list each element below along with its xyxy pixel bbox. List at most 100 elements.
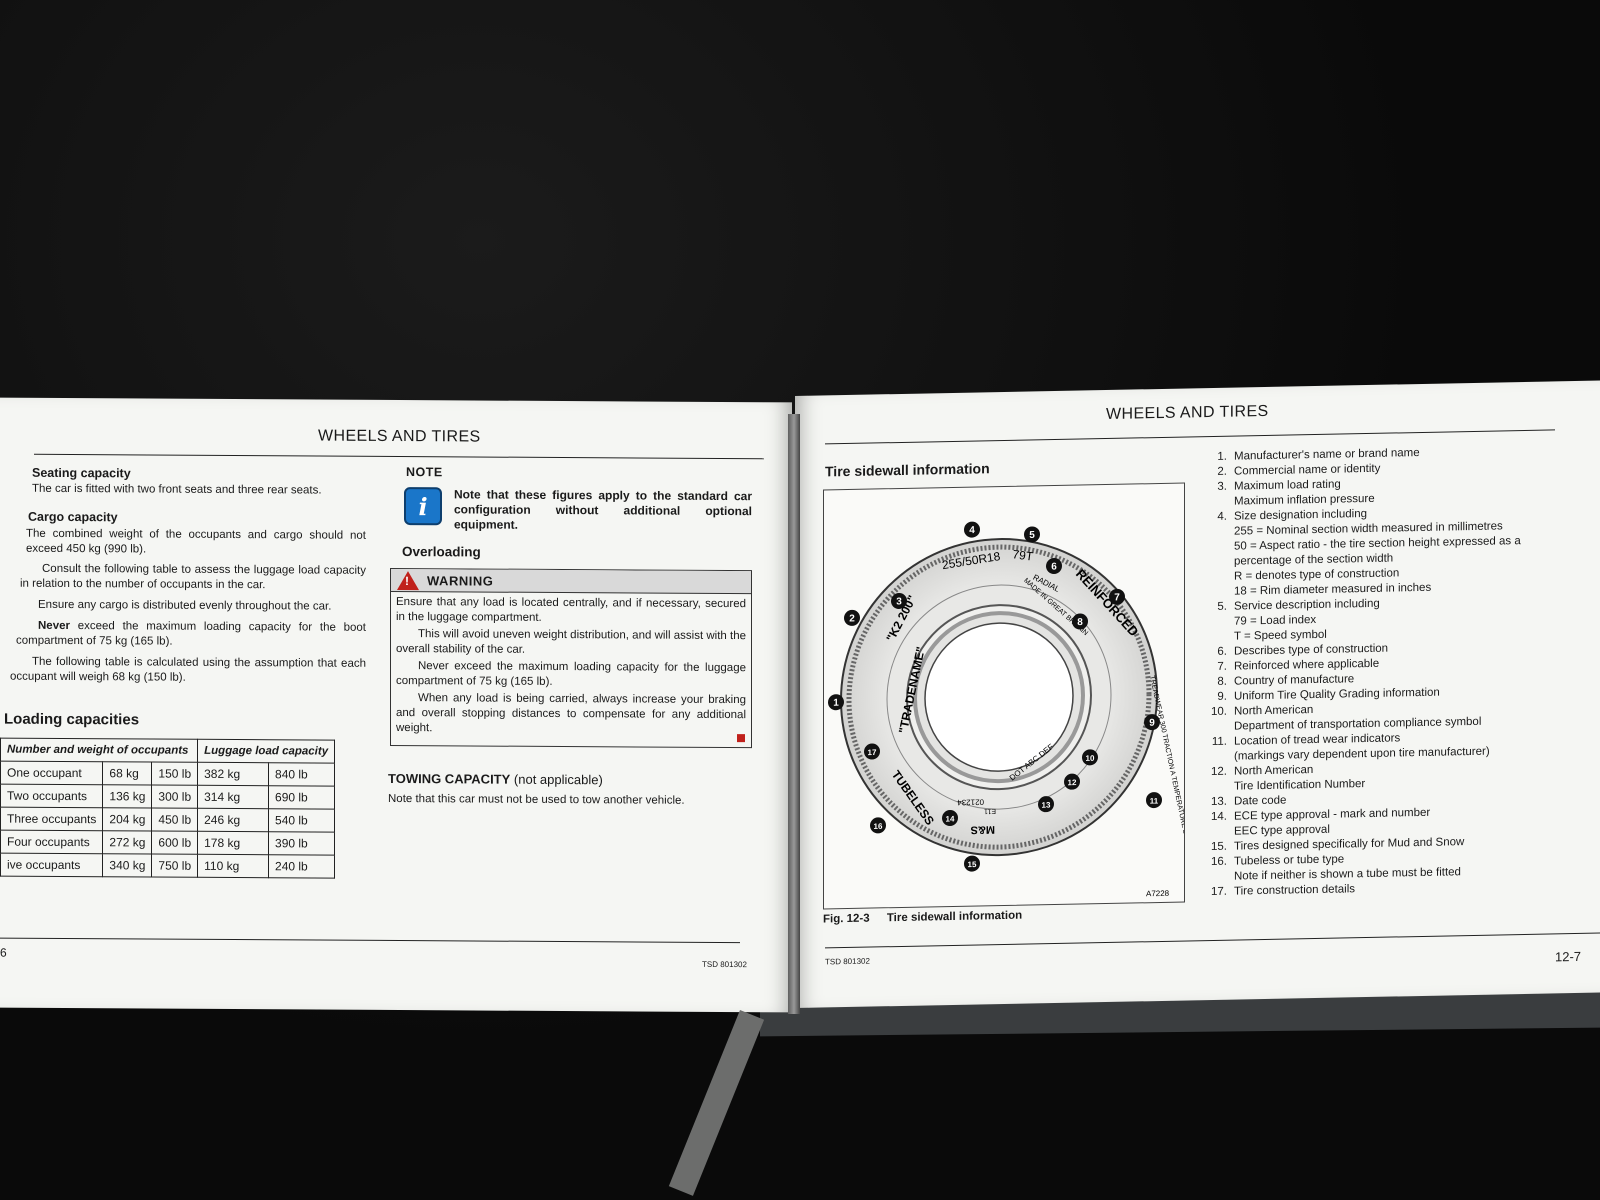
- table-cell: 540 lb: [268, 808, 335, 833]
- callout-marker-4: [964, 521, 980, 538]
- table-cell: 840 lb: [268, 762, 335, 787]
- callout-marker-label: 14: [946, 814, 955, 823]
- section-title: Tire sidewall information: [825, 460, 990, 480]
- table-cell: 136 kg: [102, 784, 152, 809]
- figure-number: Fig. 12-3: [823, 912, 870, 926]
- left-column: Seating capacity The car is fitted with …: [10, 466, 366, 687]
- speed-text: 79T: [1012, 547, 1035, 563]
- callout-marker-12: [1064, 773, 1080, 790]
- table-cell: 314 kg: [197, 785, 269, 809]
- callout-marker-label: 2: [849, 613, 855, 624]
- legend-number: 6.: [1217, 645, 1227, 658]
- legend-number: 10.: [1211, 705, 1227, 719]
- legend-number: 12.: [1211, 765, 1227, 779]
- treadwear-text: TREADWEAR 300 TRACTION A TEMPERATURE B: [1148, 675, 1184, 835]
- rim-hole: [924, 622, 1074, 772]
- seating-heading: Seating capacity: [32, 465, 131, 481]
- header-rule: [34, 453, 764, 460]
- tire-diagram: 255/50R18 79T RADIAL REINFORCED MADE IN …: [828, 521, 1189, 898]
- legend-number: 17.: [1211, 885, 1227, 899]
- right-page-number: 12-7: [1555, 948, 1582, 965]
- callout-marker-5: [1024, 526, 1040, 543]
- warning-box: ! WARNING Ensure that any load is locate…: [390, 567, 752, 749]
- right-header-rule: [825, 429, 1555, 445]
- callout-marker-7: [1109, 588, 1125, 605]
- callout-marker-1: [828, 694, 844, 711]
- table-cell: 382 kg: [197, 762, 269, 786]
- warning-p1: Ensure that any load is located centrall…: [396, 596, 746, 624]
- callout-marker-16: [870, 817, 886, 834]
- table-cell: ive occupants: [0, 853, 103, 877]
- warning-p4: When any load is being carried, always i…: [396, 692, 746, 735]
- legend-text: Date code: [1234, 794, 1287, 808]
- callout-marker-6: [1046, 558, 1062, 575]
- legend-number: 15.: [1211, 840, 1227, 854]
- warning-title: WARNING: [427, 572, 494, 589]
- figure-caption-text: Tire sidewall information: [886, 909, 1023, 925]
- warning-body: Ensure that any load is located centrall…: [391, 592, 751, 738]
- legend-number: 9.: [1217, 690, 1227, 703]
- callout-marker-13: [1038, 796, 1054, 813]
- approval-text: 021234: [957, 797, 984, 807]
- table-cell: 300 lb: [151, 785, 198, 809]
- legend-number: 14.: [1211, 810, 1227, 824]
- towing-text: Note that this car must not be used to t…: [388, 792, 685, 807]
- legend-number: 3.: [1217, 480, 1227, 493]
- cargo-p4: Never exceed the maximum loading capacit…: [10, 619, 366, 651]
- open-manual: WHEELS AND TIRES Seating capacity The ca…: [0, 380, 1600, 1037]
- ms-text: M&S: [971, 823, 995, 835]
- towing-title: TOWING CAPACITY: [388, 770, 511, 787]
- legend-number: 11.: [1211, 735, 1227, 748]
- callout-marker-3: [891, 593, 907, 610]
- callout-marker-label: 11: [1150, 797, 1159, 806]
- table-cell: 690 lb: [268, 785, 335, 810]
- never-bold: Never: [38, 619, 70, 633]
- callout-marker-label: 7: [1114, 592, 1120, 603]
- right-footer-rule: [825, 932, 1600, 949]
- sidewall-ring: [886, 584, 1112, 810]
- cargo-heading: Cargo capacity: [28, 509, 118, 525]
- left-doc-code: TSD 801302: [702, 959, 747, 970]
- right-running-header: WHEELS AND TIRES: [1106, 402, 1269, 424]
- legend-number: 4.: [1217, 510, 1227, 523]
- table-cell: 150 lb: [151, 762, 198, 786]
- legend-number: 2.: [1217, 465, 1227, 478]
- note-text: Note that these figures apply to the sta…: [454, 487, 752, 532]
- table-cell: 246 kg: [197, 808, 269, 832]
- seating-text: The car is fitted with two front seats a…: [32, 482, 322, 497]
- towing-heading: TOWING CAPACITY (not applicable): [388, 771, 603, 787]
- warning-header: ! WARNING: [391, 568, 751, 595]
- legend-number: 7.: [1217, 660, 1227, 673]
- callout-marker-label: 4: [969, 525, 975, 536]
- table-cell: Three occupants: [0, 807, 103, 831]
- end-marker: [737, 734, 745, 743]
- cargo-p2: Consult the following table to assess th…: [20, 562, 366, 592]
- callout-marker-9: [1144, 714, 1160, 731]
- table-cell: 340 kg: [102, 853, 152, 878]
- info-icon: i: [404, 487, 442, 526]
- legend-text: Commercial name or identity: [1234, 462, 1381, 478]
- legend-number: 13.: [1211, 795, 1227, 809]
- callout-marker-label: 10: [1086, 754, 1095, 763]
- table-cell: 68 kg: [102, 761, 152, 786]
- figure-frame: 255/50R18 79T RADIAL REINFORCED MADE IN …: [823, 482, 1189, 910]
- table-cell: 110 kg: [197, 854, 269, 878]
- callout-marker-label: 3: [896, 596, 902, 607]
- callout-marker-label: 15: [968, 860, 977, 869]
- callout-marker-label: 1: [833, 698, 839, 709]
- legend-number: 8.: [1217, 675, 1227, 688]
- callout-marker-label: 13: [1042, 801, 1051, 810]
- cargo-p3: Ensure any cargo is distributed evenly t…: [38, 598, 332, 613]
- note-block: i Note that these figures apply to the s…: [404, 487, 752, 534]
- book-spine: [788, 414, 800, 1014]
- table-cell: 272 kg: [102, 830, 152, 855]
- cargo-p1: The combined weight of the occupants and…: [26, 527, 366, 556]
- overloading-heading: Overloading: [402, 544, 481, 560]
- legend-text: North American: [1234, 704, 1314, 718]
